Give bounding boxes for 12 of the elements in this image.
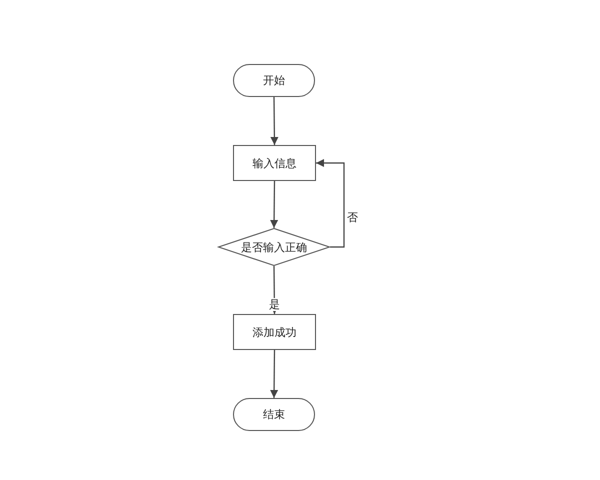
arrow <box>270 97 278 145</box>
arrow <box>270 350 278 398</box>
arrow <box>270 181 278 228</box>
node-label: 结束 <box>263 407 285 422</box>
arrow <box>270 266 278 314</box>
node-label: 添加成功 <box>252 324 296 340</box>
edge-label: 是 <box>268 298 281 311</box>
node-label: 开始 <box>263 73 285 88</box>
edge-label: 否 <box>346 211 359 224</box>
arrow <box>316 159 345 248</box>
node-label: 是否输入正确 <box>241 240 307 254</box>
node-label: 输入信息 <box>252 156 296 170</box>
